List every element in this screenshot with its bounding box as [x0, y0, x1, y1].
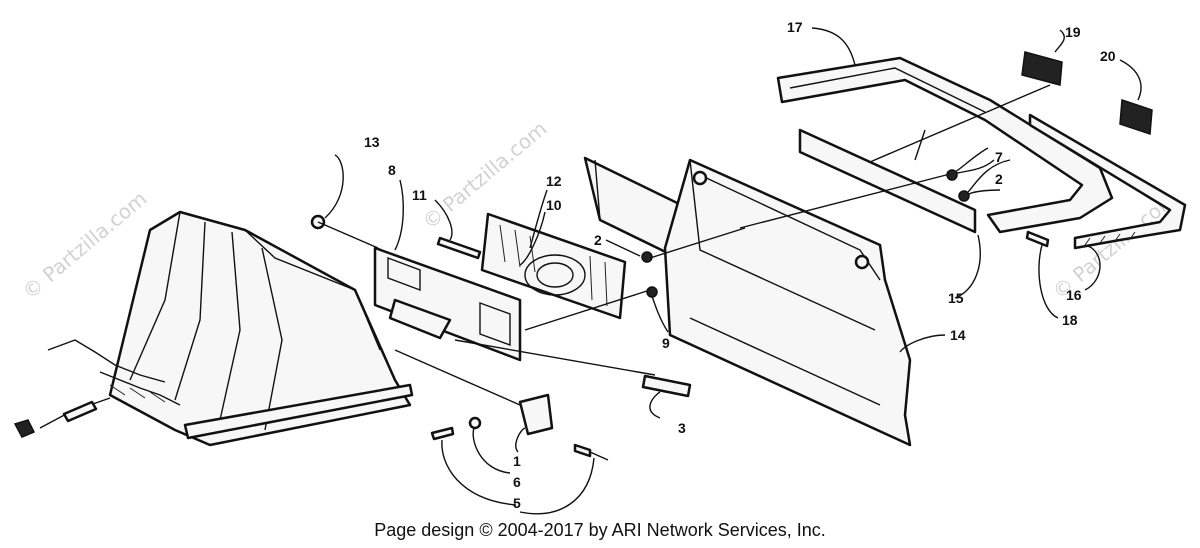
pad-3 — [641, 374, 692, 398]
reflector-20 — [1119, 98, 1153, 136]
callout-7: 7 — [995, 149, 1003, 165]
side-rail — [1028, 113, 1187, 250]
callout-1: 1 — [513, 453, 521, 469]
callout-8: 8 — [388, 162, 396, 178]
callout-labels: 13 8 11 12 10 2 9 3 1 6 5 7 2 15 14 16 1… — [364, 19, 1116, 511]
callout-11: 11 — [412, 187, 427, 203]
mounting-bracket — [430, 393, 609, 461]
watermark: © Partzilla.com — [418, 116, 552, 234]
callout-18: 18 — [1062, 312, 1078, 328]
callout-leaders — [324, 27, 1142, 515]
clip-11 — [436, 236, 482, 260]
callout-17: 17 — [787, 19, 803, 35]
nut-2b — [958, 190, 970, 202]
assembly-lines — [317, 84, 1051, 406]
callout-16: 16 — [1066, 287, 1082, 303]
callout-20: 20 — [1100, 48, 1116, 64]
tail-light-housing — [373, 246, 532, 362]
callout-12: 12 — [546, 173, 562, 189]
callout-14: 14 — [950, 327, 966, 343]
callout-6: 6 — [513, 474, 521, 490]
callout-2a: 2 — [594, 232, 602, 248]
nut-9 — [646, 286, 658, 298]
screw-18 — [1025, 230, 1050, 248]
callout-10: 10 — [546, 197, 562, 213]
callout-2b: 2 — [995, 171, 1003, 187]
license-plate-bracket — [663, 158, 912, 447]
mount-bar-15 — [798, 128, 977, 234]
callout-9: 9 — [662, 335, 670, 351]
copyright-footer: Page design © 2004-2017 by ARI Network S… — [374, 520, 826, 540]
nut-2a — [641, 251, 653, 263]
watermark: © Partzilla.com — [18, 186, 152, 304]
callout-19: 19 — [1065, 24, 1081, 40]
callout-5: 5 — [513, 495, 521, 511]
reflector-19 — [1021, 51, 1063, 86]
callout-15: 15 — [948, 290, 964, 306]
callout-3: 3 — [678, 420, 686, 436]
tail-light-lens — [480, 212, 627, 320]
callout-13: 13 — [364, 134, 380, 150]
tubular-frame — [776, 56, 1114, 234]
tail-housing — [47, 210, 414, 447]
wire-harness — [13, 397, 111, 438]
